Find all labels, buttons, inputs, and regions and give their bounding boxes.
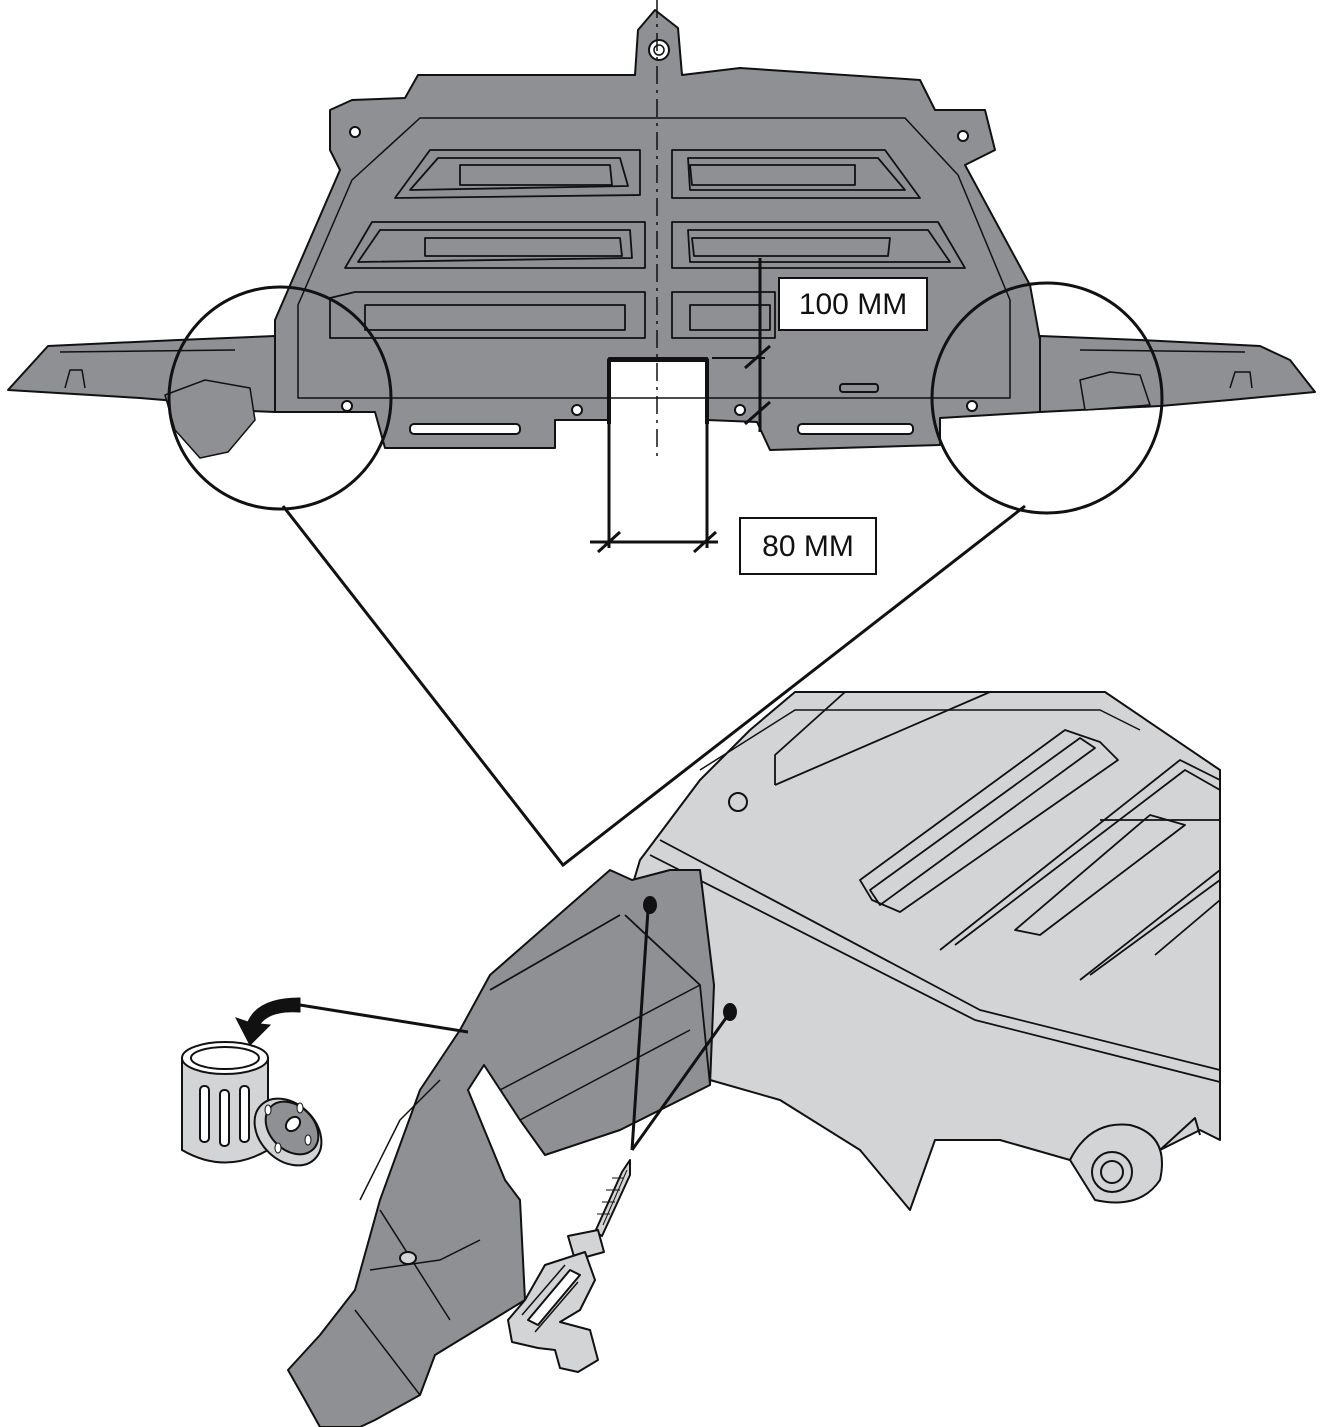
- drill-leader-lines: [630, 909, 728, 1151]
- detail-view: [287, 691, 1221, 1427]
- drill-icon: [507, 1159, 631, 1373]
- ear-hole-right: [957, 130, 969, 142]
- discard-arrow-icon: [234, 997, 469, 1046]
- cutout-notch: [607, 358, 709, 424]
- height-label-box: [778, 277, 928, 331]
- slot-small: [839, 383, 879, 393]
- rib-recesses: [329, 149, 966, 339]
- height-label: 100 MM: [799, 288, 907, 321]
- mount-hole-4: [966, 400, 978, 412]
- dimension-height: [712, 258, 771, 432]
- mount-hole-1: [341, 400, 353, 412]
- drill-point-2: [723, 1003, 737, 1021]
- trash-bin-icon: [181, 1041, 269, 1164]
- skid-plate-body: [274, 9, 1041, 451]
- magnifier-circle-right: [930, 281, 1164, 515]
- zoom-lines: [281, 504, 1026, 868]
- ear-hole-left: [349, 126, 361, 138]
- mount-hole-3: [734, 404, 746, 416]
- width-label-box: [739, 517, 877, 575]
- magnifier-circle-left: [167, 285, 393, 511]
- drill-point-1: [643, 896, 657, 914]
- mount-hole-2: [571, 404, 583, 416]
- fastener-clip-icon: [253, 1097, 323, 1167]
- slot-left: [409, 423, 521, 435]
- skid-plate: [7, 9, 1316, 459]
- width-label: 80 MM: [762, 530, 854, 563]
- skid-plate-right-wing: [1039, 335, 1316, 413]
- removed-flap: [287, 869, 715, 1427]
- dimension-width: [590, 424, 718, 554]
- slot-right: [797, 423, 914, 435]
- detail-plate: [609, 691, 1221, 1211]
